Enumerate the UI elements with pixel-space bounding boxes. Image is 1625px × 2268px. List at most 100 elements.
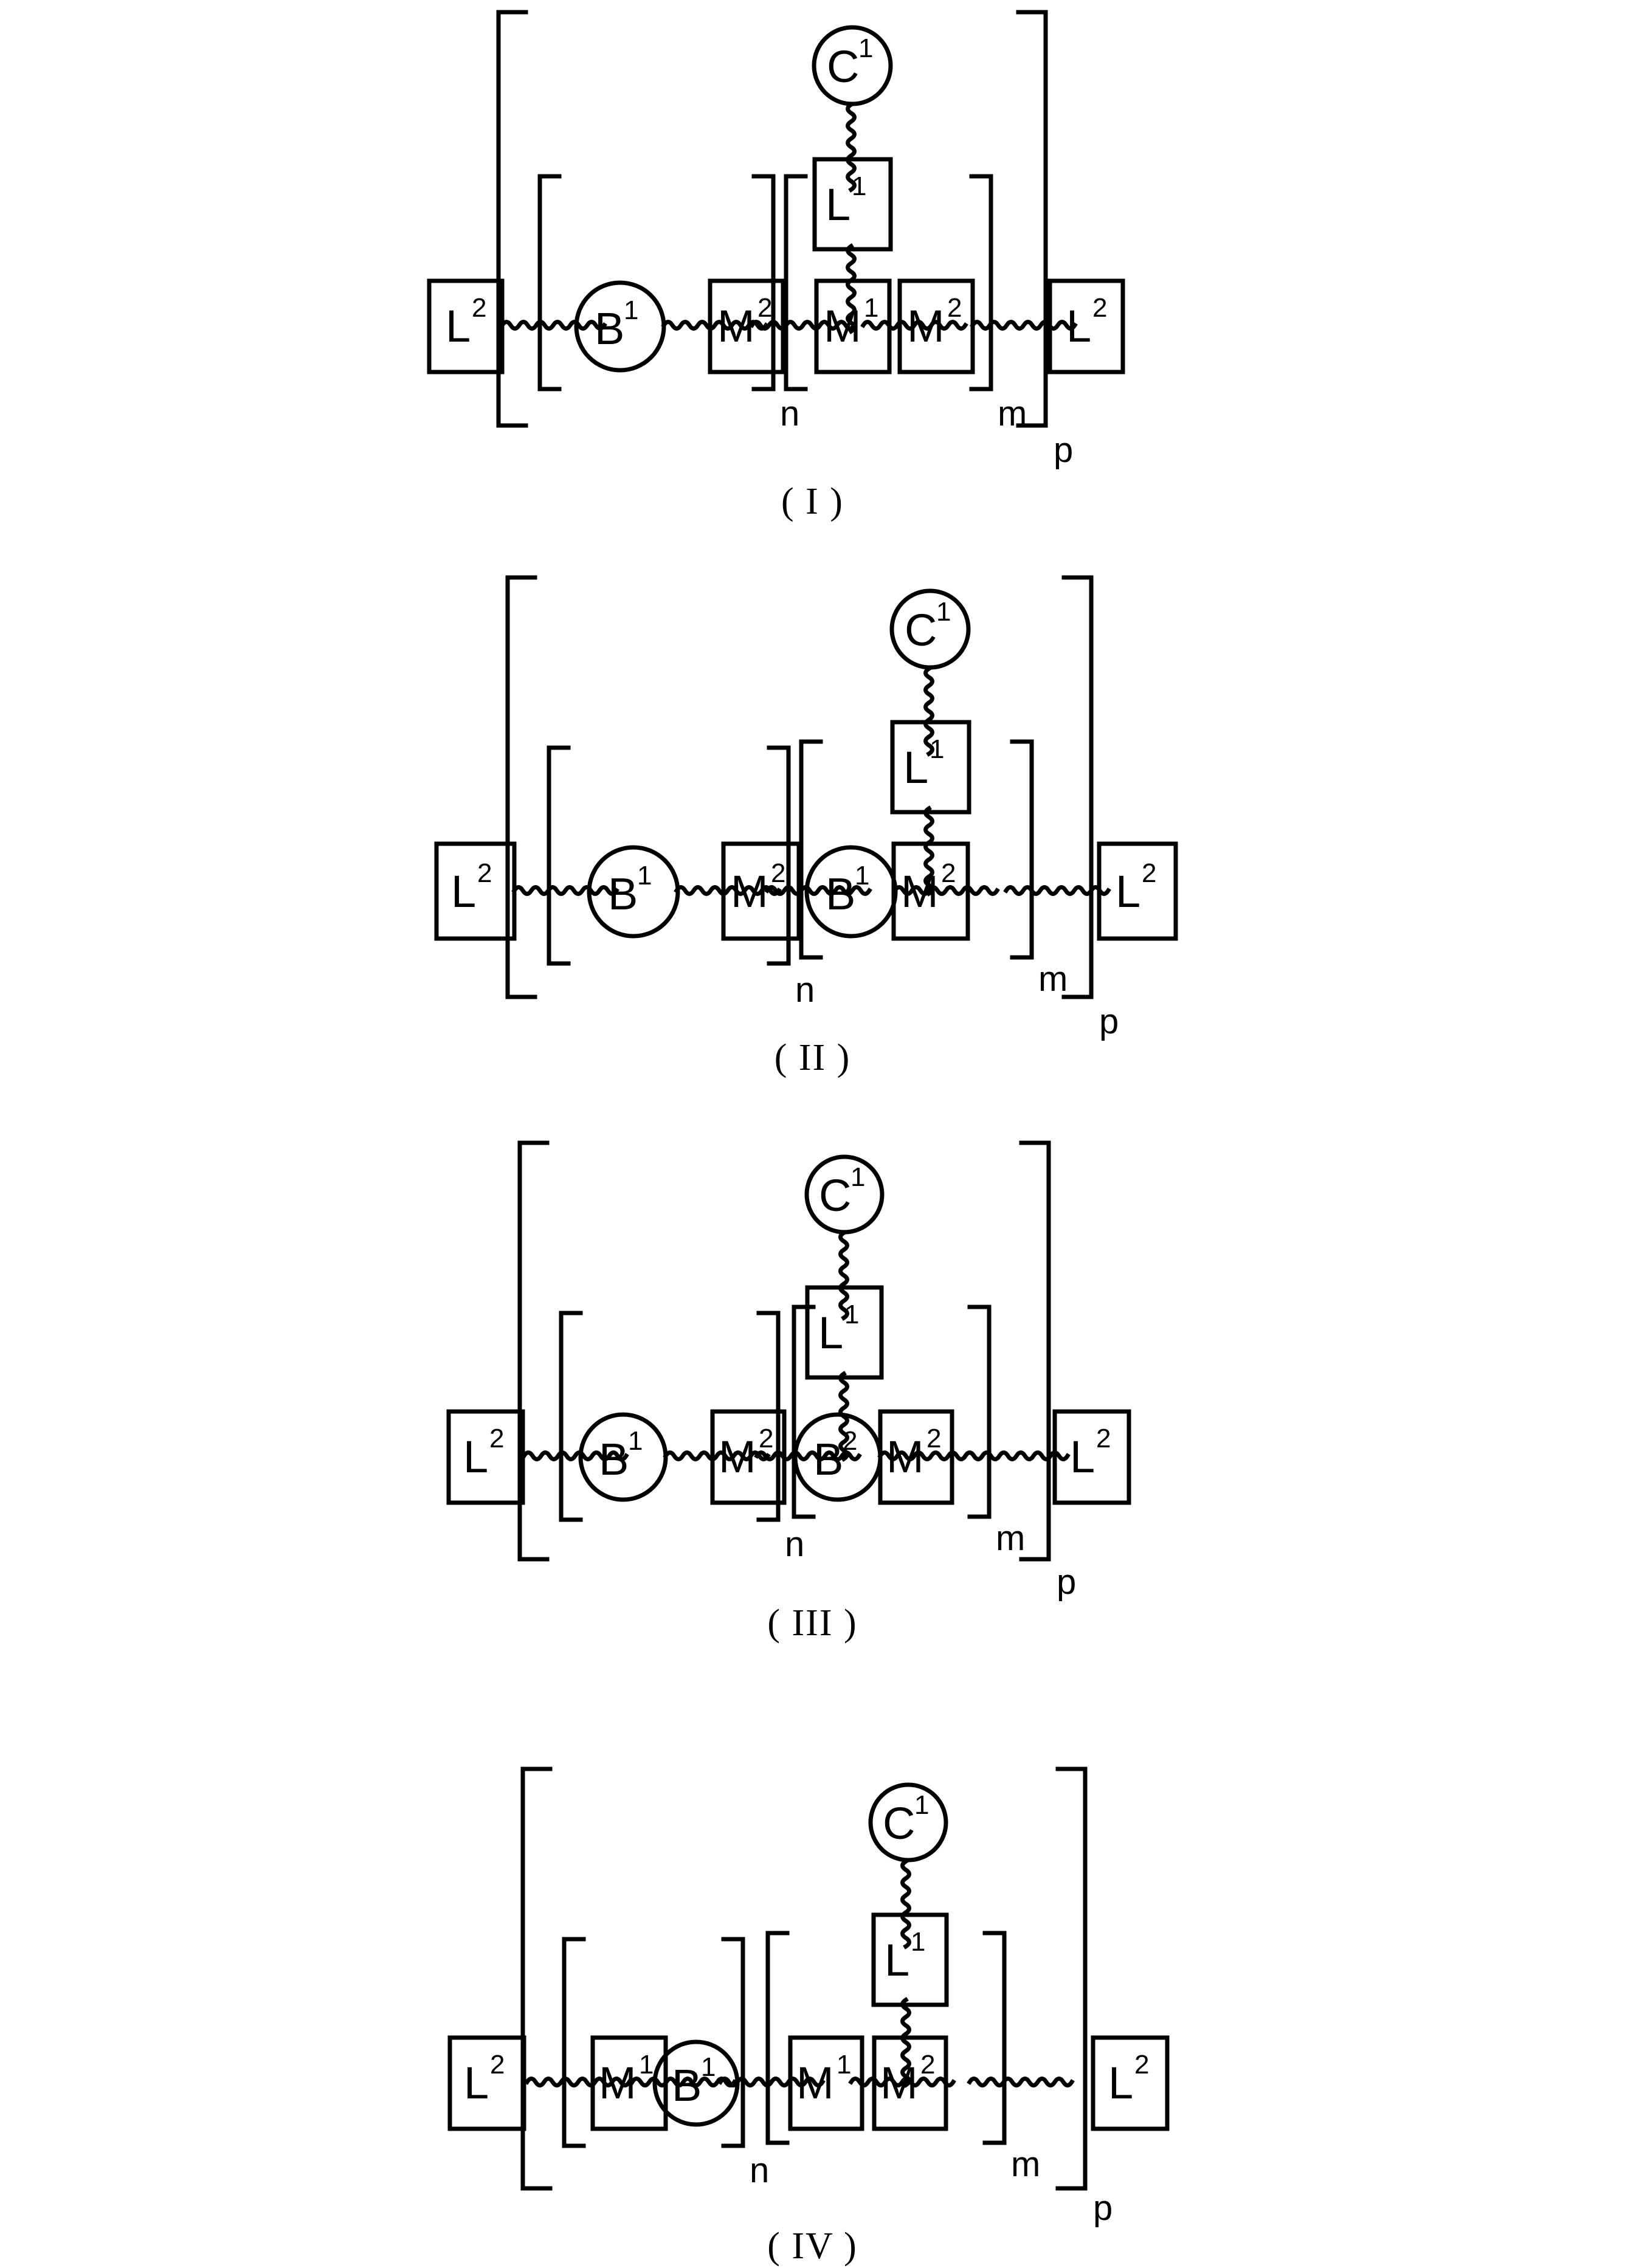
unit-sup-L2-right-IV: 2 xyxy=(1134,2050,1149,2080)
unit-label-M2-I: M xyxy=(717,301,755,351)
unit-label-L2-left-II: L xyxy=(451,866,476,917)
unit-box-L2-left-II xyxy=(434,841,517,941)
structure-IV-drawing: L 2 M 1 B 1 M 1 M 2 L 2 L 1 C 1 n m p xyxy=(447,1766,1170,2228)
outer-bracket-open-I xyxy=(496,10,528,428)
unit-label-C1-IV: C xyxy=(883,1798,915,1849)
unit-box-L1-II xyxy=(890,720,971,815)
unit-label-L2-right-IV: L xyxy=(1108,2058,1133,2108)
outer-bracket-open-II xyxy=(505,575,537,999)
unit-label-B1-II: B xyxy=(608,869,638,919)
unit-box-L2-right-I xyxy=(1047,278,1125,374)
unit-sup-L2-right-II: 2 xyxy=(1142,858,1156,888)
bracket-n-open-II xyxy=(547,745,571,966)
structure-II-drawing: L 2 B 1 M 2 B 1 M 2 L 2 L 1 C 1 n m p xyxy=(434,575,1178,1041)
unit-label-M1-IV: M xyxy=(599,2058,637,2108)
unit-sup-M2b-I: 2 xyxy=(947,293,962,323)
outer-bracket-close-I xyxy=(1016,10,1048,428)
unit-label-L1-III: L xyxy=(818,1308,843,1358)
bracket-n-close-II xyxy=(767,745,791,966)
figure-label-I: ( I ) xyxy=(781,481,844,522)
bracket-m-open-II xyxy=(799,739,823,960)
unit-sup-B2-III: 2 xyxy=(843,1426,857,1456)
unit-sup-M2b-II: 2 xyxy=(941,858,956,888)
unit-label-C1-II: C xyxy=(905,605,937,655)
unit-label-B1-IV: B xyxy=(672,2060,702,2111)
unit-sup-C1-II: 1 xyxy=(936,597,951,627)
unit-sup-M2-II: 2 xyxy=(771,858,785,888)
unit-circle-B1-IV xyxy=(652,2039,740,2127)
unit-sup-M2-IV: 2 xyxy=(920,2050,935,2080)
unit-label-M2-III: M xyxy=(719,1432,756,1482)
unit-label-L2-right-II: L xyxy=(1116,866,1140,917)
outer-bracket-open-IV xyxy=(520,1766,553,2191)
subscript-n-I: n xyxy=(780,394,799,433)
unit-label-B1-III: B xyxy=(599,1434,629,1484)
unit-sup-L2-left-III: 2 xyxy=(489,1424,504,1453)
bracket-m-open-I xyxy=(784,174,808,391)
bracket-m-close-IV xyxy=(982,1931,1007,2145)
structure-figure-II: L 2 B 1 M 2 B 1 M 2 L 2 L 1 C 1 n m p ( … xyxy=(0,565,1625,1112)
unit-sup-L2-left-I: 2 xyxy=(472,293,486,323)
subscript-p-III: p xyxy=(1057,1562,1076,1602)
unit-box-M2b-III xyxy=(878,1409,954,1505)
bracket-m-close-II xyxy=(1010,739,1034,960)
unit-circle-C1-II xyxy=(889,588,971,670)
unit-sup-L1-I: 1 xyxy=(852,171,866,201)
subscript-m-II: m xyxy=(1038,959,1068,999)
subscript-p-IV: p xyxy=(1093,2188,1113,2228)
unit-sup-C1-III: 1 xyxy=(850,1162,865,1192)
bracket-n-close-III xyxy=(756,1311,781,1522)
outer-bracket-close-III xyxy=(1019,1140,1051,1562)
unit-sup-L1-III: 1 xyxy=(844,1300,859,1329)
unit-box-L2-left-I xyxy=(427,278,505,374)
unit-box-M2-II xyxy=(721,841,801,941)
unit-sup-B1-II: 1 xyxy=(637,861,652,891)
unit-sup-B1-IV: 1 xyxy=(701,2052,716,2082)
structure-I-drawing: L 2 B 1 M 2 M 1 M 2 L 2 L 1 C 1 n m xyxy=(427,10,1125,470)
unit-label-L2-left-III: L xyxy=(463,1432,488,1482)
figure-label-II: ( II ) xyxy=(774,1037,851,1078)
bond-M2-L2-IV xyxy=(970,2079,1072,2086)
unit-label-M2b-III: M xyxy=(886,1432,924,1482)
unit-label-L1-II: L xyxy=(903,742,928,793)
unit-label-C1-I: C xyxy=(827,41,859,92)
unit-label-M1-I: M xyxy=(824,301,861,351)
unit-label-M2-IV: M xyxy=(880,2058,918,2108)
bracket-m-open-IV xyxy=(765,1931,790,2145)
unit-sup-B1b-II: 1 xyxy=(855,861,869,891)
unit-sup-M2b-III: 2 xyxy=(926,1424,941,1453)
bond-L2-B1-I xyxy=(502,322,604,329)
unit-sup-M1-IV: 1 xyxy=(639,2050,654,2080)
unit-label-M2b-II: M xyxy=(901,866,939,917)
subscript-m-IV: m xyxy=(1011,2145,1040,2184)
outer-bracket-open-III xyxy=(517,1140,550,1562)
unit-sup-B1-I: 1 xyxy=(624,295,638,325)
unit-box-M2-IV xyxy=(872,2035,948,2131)
unit-label-M2-II: M xyxy=(731,866,768,917)
unit-circle-C1-I xyxy=(812,25,893,106)
unit-box-L1-III xyxy=(805,1285,884,1380)
unit-label-L1-IV: L xyxy=(885,1935,909,1985)
subscript-p-II: p xyxy=(1099,1002,1119,1041)
subscript-n-III: n xyxy=(785,1525,804,1564)
unit-sup-B1-III: 1 xyxy=(628,1426,643,1456)
subscript-n-II: n xyxy=(795,970,815,1010)
structure-figure-I: L 2 B 1 M 2 M 1 M 2 L 2 L 1 C 1 n m xyxy=(0,0,1625,547)
outer-bracket-close-IV xyxy=(1055,1766,1088,2191)
subscript-m-I: m xyxy=(998,394,1027,433)
figure-label-III: ( III ) xyxy=(767,1602,858,1644)
unit-circle-B1-III xyxy=(578,1412,668,1502)
unit-box-L2-right-III xyxy=(1052,1409,1131,1505)
unit-sup-L2-right-III: 2 xyxy=(1096,1424,1111,1453)
unit-label-C1-III: C xyxy=(819,1170,851,1221)
unit-box-L2-left-III xyxy=(446,1409,525,1505)
bracket-m-close-I xyxy=(969,174,993,391)
unit-circle-B1-I xyxy=(574,280,666,373)
outer-bracket-close-II xyxy=(1061,575,1094,999)
unit-circle-C1-III xyxy=(804,1154,885,1235)
structure-figure-III: L 2 B 1 M 2 B 2 M 2 L 2 L 1 C 1 n m p ( … xyxy=(0,1131,1625,1678)
bond-L2-B1-II xyxy=(514,888,616,894)
unit-label-L1-I: L xyxy=(826,179,850,230)
unit-label-L2-left-I: L xyxy=(446,301,471,351)
bracket-n-close-IV xyxy=(721,1937,745,2148)
